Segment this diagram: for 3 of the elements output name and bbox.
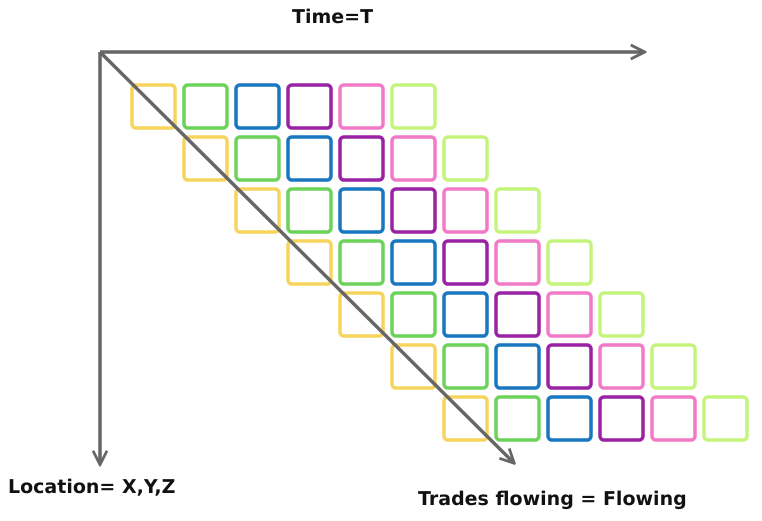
flow-label: Trades flowing = Flowing — [418, 488, 687, 510]
time-label: Time=T — [292, 6, 374, 28]
location-label: Location= X,Y,Z — [8, 476, 176, 498]
